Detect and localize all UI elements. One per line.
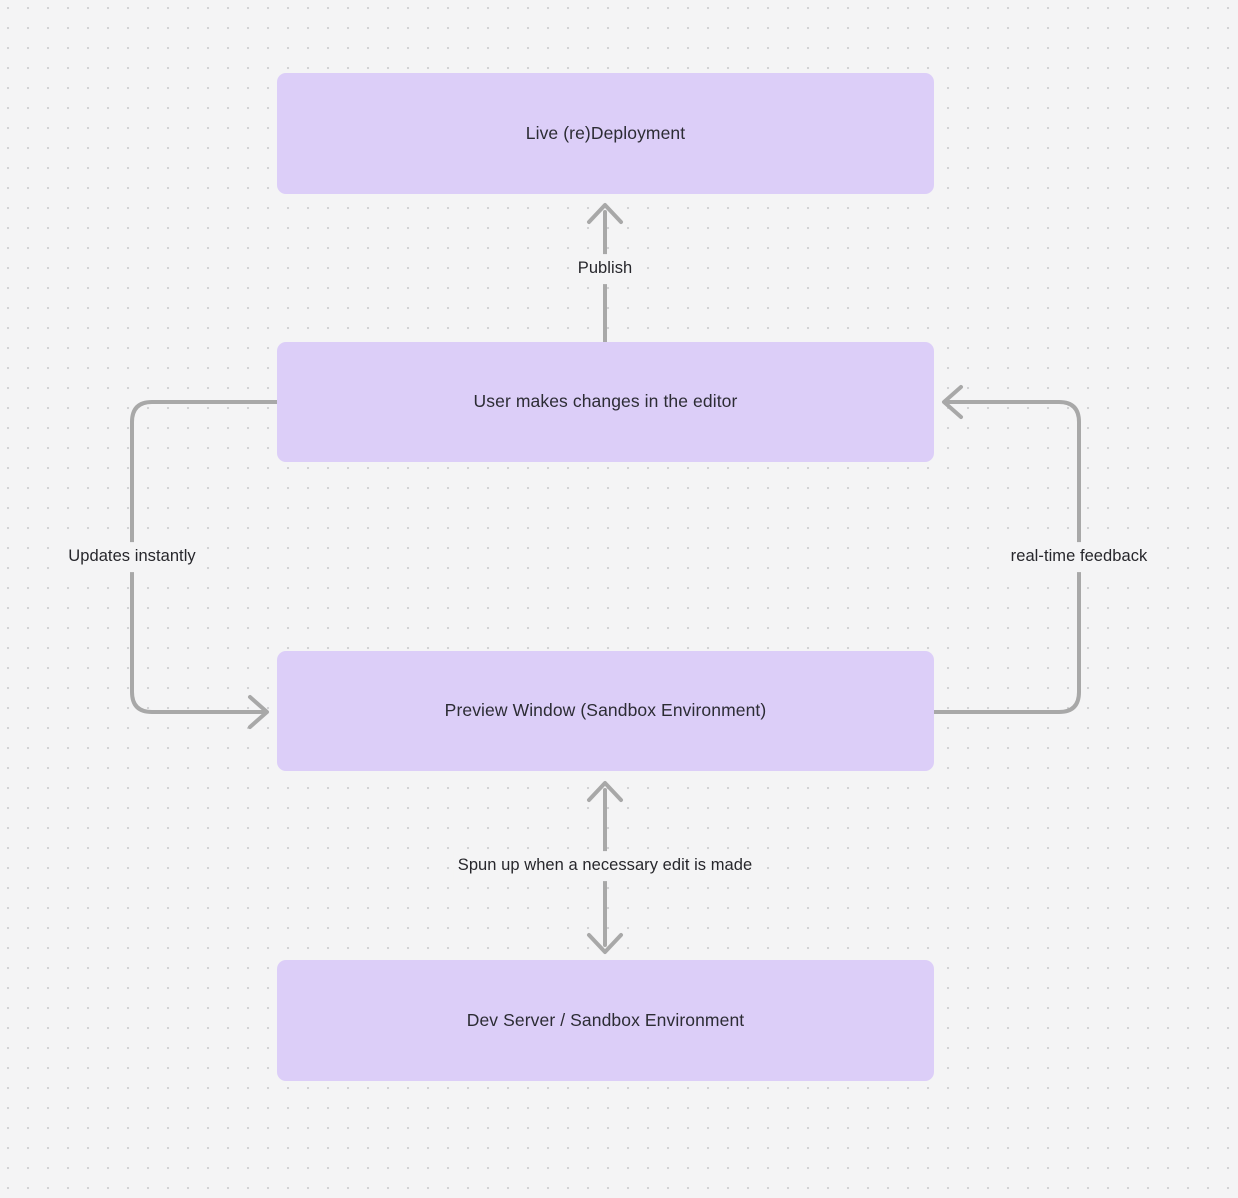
node-label: Dev Server / Sandbox Environment: [466, 1009, 745, 1030]
node-label: User makes changes in the editor: [473, 391, 738, 412]
node-user-edits[interactable]: User makes changes in the editor: [277, 342, 934, 462]
edge-label-spin-up-sandbox: Spun up when a necessary edit is made: [453, 851, 757, 881]
node-preview-window[interactable]: Preview Window (Sandbox Environment): [277, 651, 934, 771]
edge-label-updates-instantly: Updates instantly: [64, 542, 200, 572]
node-label: Preview Window (Sandbox Environment): [444, 700, 767, 721]
edge-label-real-time-feedback: real-time feedback: [1006, 542, 1152, 572]
node-label: Live (re)Deployment: [525, 122, 686, 143]
node-live-deployment[interactable]: Live (re)Deployment: [277, 73, 934, 194]
edge-label-publish: Publish: [573, 254, 637, 284]
node-dev-server[interactable]: Dev Server / Sandbox Environment: [277, 960, 934, 1081]
